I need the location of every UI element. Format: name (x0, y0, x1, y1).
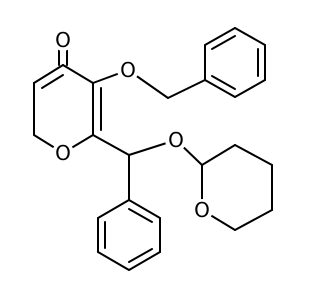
bond (211, 35, 236, 50)
acetal-oxygen-label: O (168, 128, 184, 152)
bond (97, 251, 130, 271)
bond (234, 27, 266, 46)
bond (33, 64, 64, 84)
bond (204, 79, 236, 98)
carbonyl-oxygen-label: O (55, 28, 71, 52)
atom-label-pyranone-ring-oxygen: O (52, 141, 74, 165)
oxane-ring-oxygen-label: O (194, 198, 210, 222)
pyranone-ring (33, 64, 102, 154)
atom-label-benzyloxy-oxygen: O (117, 58, 139, 82)
bond (128, 199, 161, 219)
bond (128, 251, 161, 271)
bond (234, 144, 273, 166)
bond (167, 79, 206, 99)
phenyl-ring-lower (97, 199, 161, 271)
bond (97, 199, 130, 219)
phenyl-ring-upper (204, 27, 266, 98)
bond (234, 79, 266, 98)
benzyloxy-group (92, 69, 206, 99)
bond (62, 64, 94, 84)
benzyloxy-oxygen-label: O (120, 58, 136, 82)
oxane-ring (175, 139, 273, 231)
bond (211, 75, 236, 90)
bond (92, 134, 130, 156)
atom-label-oxane-ring-oxygen: O (191, 198, 213, 222)
atom-label-acetal-oxygen: O (165, 128, 187, 152)
bond (41, 74, 64, 89)
bond (128, 248, 153, 263)
bond (128, 208, 153, 223)
bond (201, 144, 236, 166)
bond (234, 209, 273, 231)
pyranone-ring-oxygen-label: O (55, 141, 71, 165)
bond (204, 27, 236, 46)
structure-diagram: O O O O O (33, 27, 273, 271)
methine-bridge (92, 134, 177, 201)
atom-label-carbonyl-oxygen: O (52, 28, 74, 52)
